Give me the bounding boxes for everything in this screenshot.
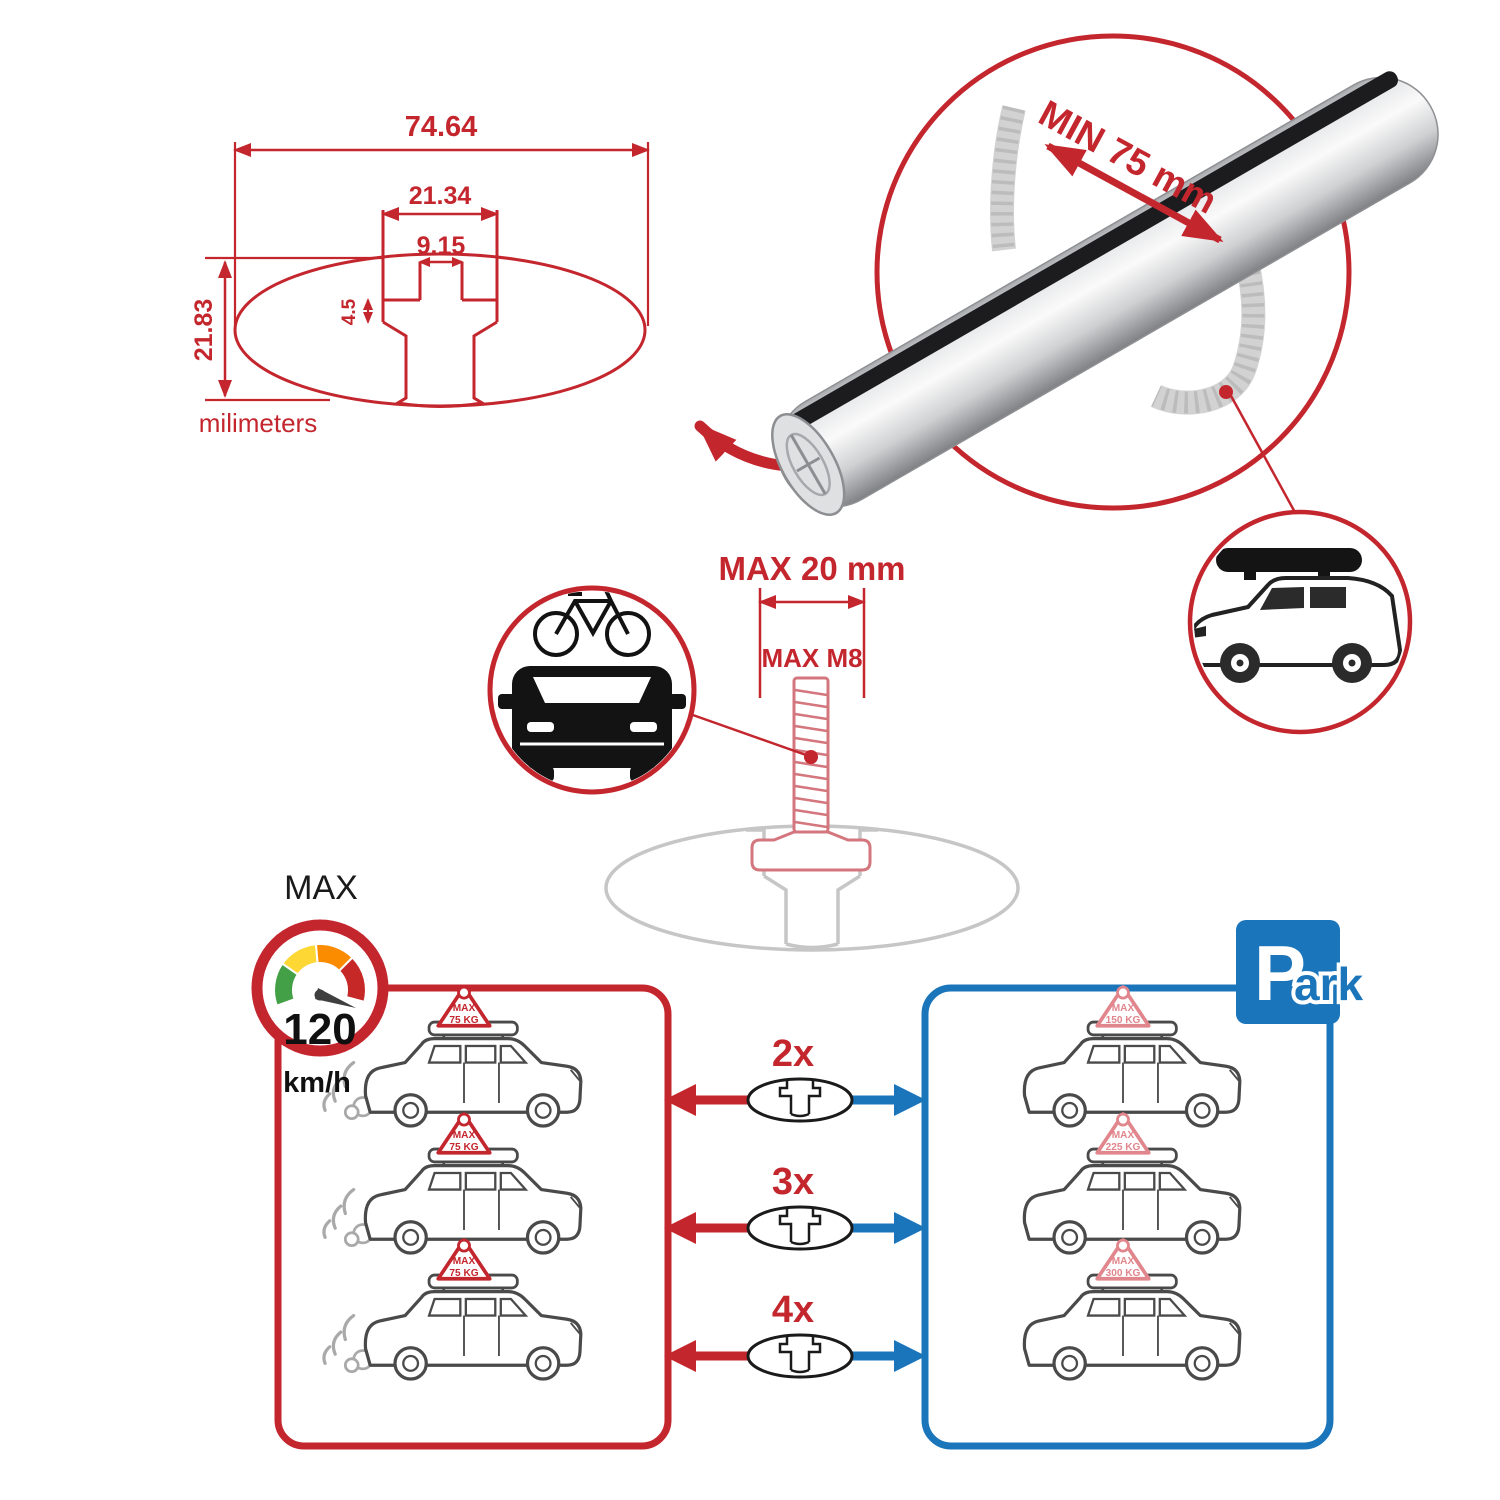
sign-max-label: MAX bbox=[1112, 1130, 1135, 1141]
t-bolt bbox=[750, 676, 872, 872]
driving-car-3: MAX 75 KG bbox=[322, 1238, 583, 1381]
sign-weight-label: 225 KG bbox=[1106, 1142, 1141, 1153]
driving-car-2: MAX 75 KG bbox=[322, 1112, 583, 1255]
leader-to-roofbox-circle bbox=[1228, 393, 1299, 517]
dim-total-width: 74.64 bbox=[405, 111, 478, 143]
min-span-arrow bbox=[1044, 142, 1224, 244]
arrow-left-red bbox=[664, 1340, 696, 1372]
multiplier-label: 4x bbox=[772, 1289, 814, 1331]
parked-car-1: MAX 150 KG bbox=[1022, 985, 1242, 1128]
aluminum-crossbar bbox=[771, 71, 1439, 516]
sign-weight-label: 150 KG bbox=[1106, 1015, 1141, 1026]
clamp-hook-sketch bbox=[990, 105, 1266, 415]
arrow-left-red bbox=[664, 1212, 696, 1244]
sign-max-label: MAX bbox=[453, 1003, 476, 1014]
bolt-max-length-label: MAX 20 mm bbox=[718, 550, 905, 587]
parked-car-2: MAX 225 KG bbox=[1022, 1112, 1242, 1255]
bar-profile-icon bbox=[746, 1333, 854, 1379]
dim-lip-depth: 4.5 bbox=[339, 298, 360, 325]
driving-car-1: MAX 75 KG bbox=[322, 985, 583, 1128]
bolt-max-thread-label: MAX M8 bbox=[761, 643, 862, 673]
compat-row-3: 4x bbox=[664, 1289, 926, 1379]
sign-max-label: MAX bbox=[1112, 1003, 1135, 1014]
arrow-right-blue bbox=[894, 1340, 926, 1372]
sign-weight-label: 75 KG bbox=[449, 1015, 478, 1026]
multiplier-label: 3x bbox=[772, 1161, 814, 1203]
multiplier-label: 2x bbox=[772, 1033, 814, 1075]
speed-value: 120 bbox=[283, 1005, 356, 1054]
speed-unit: km/h bbox=[283, 1067, 351, 1099]
sign-max-label: MAX bbox=[453, 1256, 476, 1267]
sign-max-label: MAX bbox=[453, 1130, 476, 1141]
park-suffix: ark bbox=[1294, 958, 1363, 1010]
sign-max-label: MAX bbox=[1112, 1256, 1135, 1267]
load-sign: MAX 150 KG bbox=[1095, 985, 1151, 1028]
profile-ellipse bbox=[233, 252, 647, 408]
sign-weight-label: 75 KG bbox=[449, 1268, 478, 1279]
crossbar-detail-circle: MIN 75 mm bbox=[771, 33, 1439, 516]
load-sign: MAX 75 KG bbox=[436, 1112, 492, 1155]
bolt-pointer-dot bbox=[804, 750, 818, 764]
load-sign: MAX 75 KG bbox=[436, 985, 492, 1028]
sign-weight-label: 300 KG bbox=[1106, 1268, 1141, 1279]
sign-weight-label: 75 KG bbox=[449, 1142, 478, 1153]
speed-max-label: MAX bbox=[284, 869, 358, 907]
roofbox-car-circle bbox=[1187, 509, 1413, 735]
gauge-needle bbox=[315, 988, 356, 1008]
park-sign-square bbox=[1236, 920, 1340, 1024]
bar-profile-icon bbox=[746, 1205, 854, 1251]
compat-row-2: 3x bbox=[664, 1161, 926, 1251]
dim-channel-outer: 21.34 bbox=[409, 182, 472, 210]
car-with-roofbox-icon bbox=[1194, 548, 1403, 683]
load-sign: MAX 300 KG bbox=[1095, 1238, 1151, 1281]
park-letter: P bbox=[1254, 929, 1306, 1017]
gauge-segment-red bbox=[337, 956, 367, 1004]
arrow-right-blue bbox=[894, 1084, 926, 1116]
leader-to-bolt bbox=[689, 712, 807, 757]
car-front-bike-circle bbox=[487, 585, 697, 795]
dim-channel-inner: 9.15 bbox=[417, 232, 466, 260]
dim-total-height: 21.83 bbox=[190, 299, 218, 362]
units-label: milimeters bbox=[199, 408, 317, 438]
bar-profile-icon bbox=[746, 1077, 854, 1123]
crossbar-dimension-drawing: 74.64 21.34 9.15 4.5 21.83 milimeters bbox=[190, 111, 650, 438]
bolt-spec-diagram: MAX 20 mm MAX M8 bbox=[604, 550, 1020, 952]
arrow-left-red bbox=[664, 1084, 696, 1116]
park-sign: P ark bbox=[1236, 920, 1367, 1024]
t-slot-profile bbox=[381, 210, 499, 408]
load-sign: MAX 75 KG bbox=[436, 1238, 492, 1281]
load-sign: MAX 225 KG bbox=[1095, 1112, 1151, 1155]
compat-row-1: 2x bbox=[664, 1033, 926, 1123]
parked-car-3: MAX 300 KG bbox=[1022, 1238, 1242, 1381]
speed-limit-gauge: MAX 120 km/h bbox=[251, 869, 389, 1099]
arrow-right-blue bbox=[894, 1212, 926, 1244]
